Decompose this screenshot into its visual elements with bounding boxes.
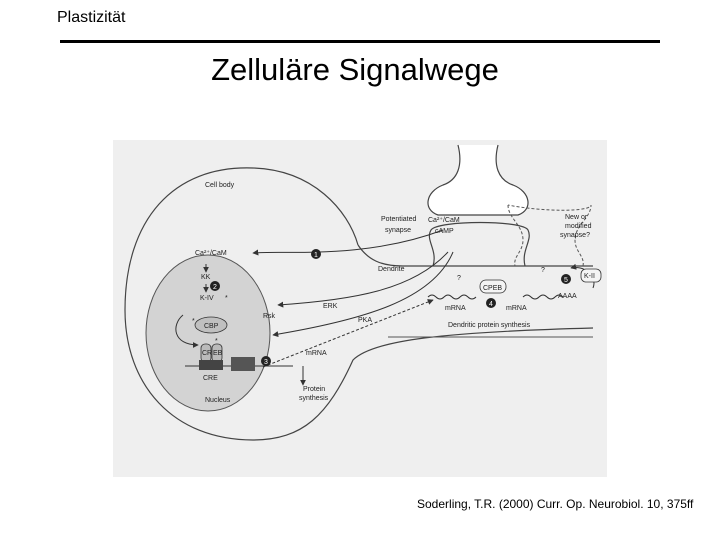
label-camp: cAMP <box>435 228 454 235</box>
step-5-badge: 5 <box>561 274 571 284</box>
label-rsk: Rsk <box>263 313 276 320</box>
label-star-1: * <box>225 295 228 302</box>
label-new-synapse-2: modified <box>565 223 592 230</box>
label-cre: CRE <box>203 375 218 382</box>
step-2-label: 2 <box>213 284 217 291</box>
label-cpeb: CPEB <box>483 285 502 292</box>
label-mrna-dendrite-right: mRNA <box>506 305 527 312</box>
gene-block <box>231 357 255 371</box>
step-1-badge: 1 <box>311 249 321 259</box>
label-pka: PKA <box>358 317 372 324</box>
label-protein-synthesis-2: synthesis <box>299 395 329 402</box>
label-question-1: ? <box>457 275 461 282</box>
step-4-badge: 4 <box>486 298 496 308</box>
section-label: Plastizität <box>57 9 125 27</box>
signaling-diagram-svg: 1 2 3 4 5 Cell body Potentiated synapse … <box>113 140 607 477</box>
label-nucleus: Nucleus <box>205 397 231 404</box>
label-mrna-nucleus: mRNA <box>306 350 327 357</box>
header-divider <box>60 40 660 43</box>
label-kk: KK <box>201 274 211 281</box>
step-4-label: 4 <box>489 301 493 308</box>
signaling-diagram: 1 2 3 4 5 Cell body Potentiated synapse … <box>113 140 607 477</box>
label-creb-right: EB <box>213 350 223 357</box>
label-potentiated-1: Potentiated <box>381 216 417 223</box>
label-question-2: ? <box>541 267 545 274</box>
cre-element <box>199 360 223 370</box>
step-3-badge: 3 <box>261 356 271 366</box>
label-creb-left: CR <box>202 350 212 357</box>
label-dendrite: Dendrite <box>378 266 405 273</box>
label-dendritic-synthesis: Dendritic protein synthesis <box>448 322 531 329</box>
label-ca-cam-nucleus: Ca²⁺/CaM <box>195 250 227 257</box>
label-cell-body: Cell body <box>205 182 235 189</box>
label-mrna-dendrite-left: mRNA <box>445 305 466 312</box>
step-2-badge: 2 <box>210 281 220 291</box>
label-cbp: CBP <box>204 323 219 330</box>
label-star-2: * <box>192 318 195 325</box>
label-kii: K-II <box>584 273 595 280</box>
label-kiv: K-IV <box>200 295 214 302</box>
label-new-synapse-1: New or <box>565 214 588 221</box>
label-star-3: * <box>215 338 218 345</box>
slide-title: Zelluläre Signalwege <box>0 52 720 88</box>
slide-title-text: Zelluläre Signalwege <box>211 52 499 87</box>
label-potentiated-2: synapse <box>385 227 411 234</box>
label-new-synapse-3: synapse? <box>560 232 590 239</box>
label-ca-cam-top: Ca²⁺/CaM <box>428 217 460 224</box>
step-3-label: 3 <box>264 359 268 366</box>
step-5-label: 5 <box>564 277 568 284</box>
citation: Soderling, T.R. (2000) Curr. Op. Neurobi… <box>417 497 693 511</box>
step-1-label: 1 <box>314 252 318 259</box>
label-protein-synthesis-1: Protein <box>303 386 325 393</box>
label-erk: ERK <box>323 303 338 310</box>
label-aaaa: AAAA <box>558 293 577 300</box>
